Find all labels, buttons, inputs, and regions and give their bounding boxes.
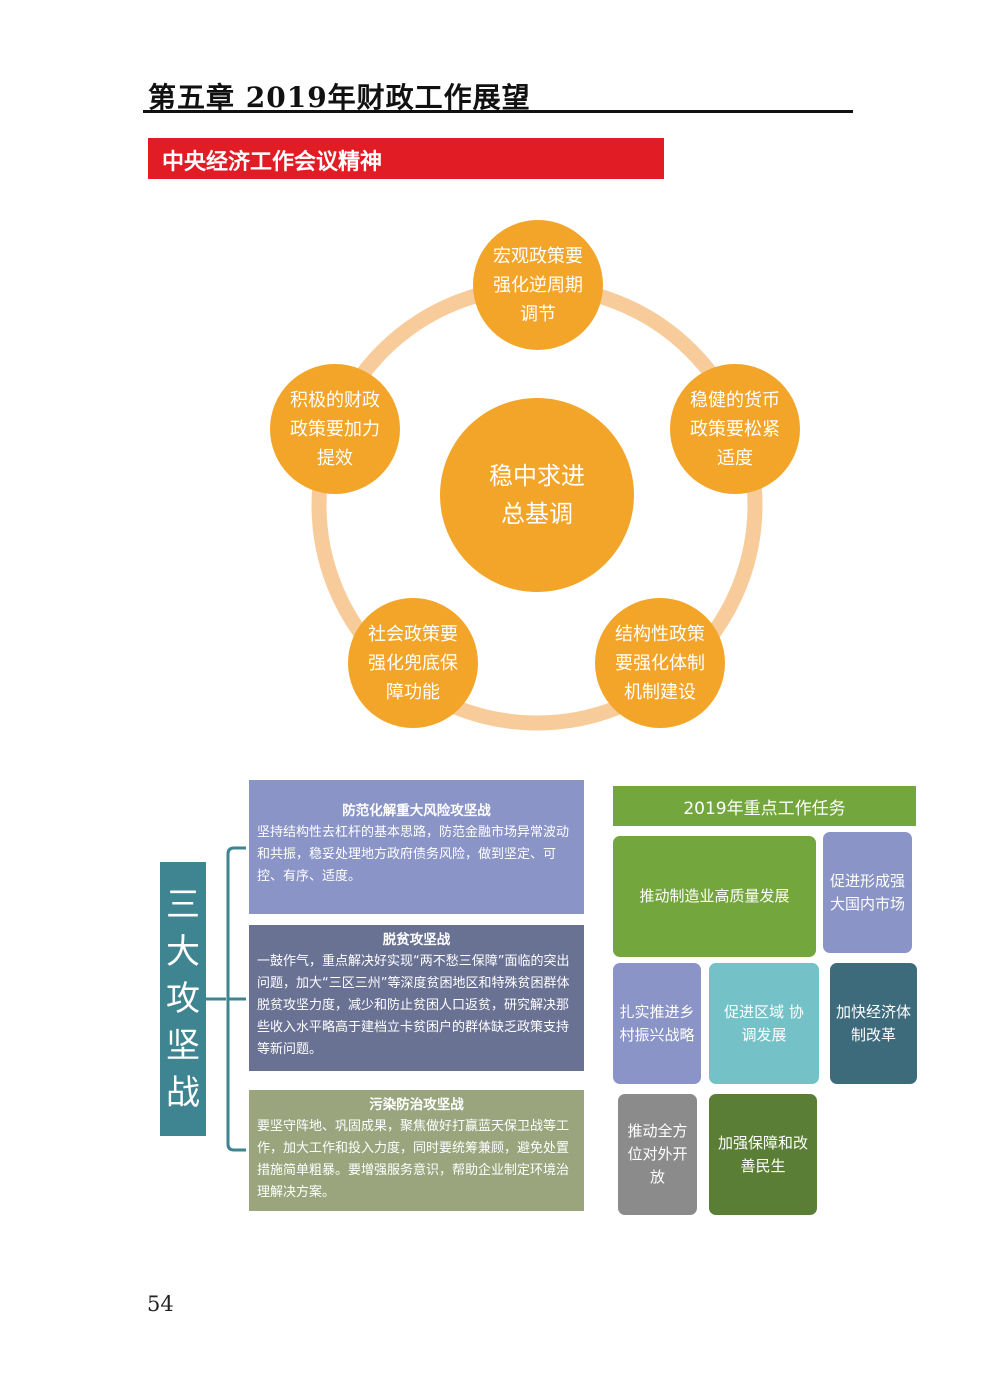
tasks-heading: 2019年重点工作任务: [613, 786, 916, 826]
campaigns-label-char: 攻: [166, 978, 200, 1019]
campaign-title: 污染防治攻坚战: [369, 1097, 464, 1113]
cycle-center-label: 稳中求进 总基调: [489, 462, 585, 528]
campaign-poverty: 脱贫攻坚战 一鼓作气，重点解决好实现“两不愁三保障”面临的突出问题，加大“三区三…: [249, 925, 584, 1071]
campaigns-bracket: [206, 846, 246, 1152]
campaigns-label-char: 三: [166, 884, 200, 925]
cycle-node-label: 社会政策要 强化兜底保 障功能: [368, 623, 458, 703]
cycle-node-social-policy: 社会政策要 强化兜底保 障功能: [348, 598, 478, 728]
task-tile: 加强保障和改 善民生: [709, 1094, 817, 1215]
campaign-body: 要坚守阵地、巩固成果，聚焦做好打赢蓝天保卫战等工作，加大工作和投入力度，同时要统…: [257, 1119, 570, 1200]
campaign-pollution: 污染防治攻坚战 要坚守阵地、巩固成果，聚焦做好打赢蓝天保卫战等工作，加大工作和投…: [249, 1090, 584, 1211]
campaign-title: 脱贫攻坚战: [382, 932, 451, 948]
task-tile: 推动制造业高质量发展: [613, 836, 816, 957]
task-tile: 加快经济体 制改革: [830, 963, 917, 1084]
cycle-node-label: 宏观政策要 强化逆周期 调节: [493, 245, 583, 325]
cycle-node-monetary-policy: 稳健的货币 政策要松紧 适度: [670, 364, 800, 494]
task-tile: 促进区域 协 调发展: [709, 963, 819, 1084]
cycle-center: 稳中求进 总基调: [440, 398, 634, 592]
task-tile: 推动全方 位对外开 放: [618, 1094, 697, 1215]
campaign-risk: 防范化解重大风险攻坚战 坚持结构性去杠杆的基本思路，防范金融市场异常波动和共振，…: [249, 780, 584, 914]
campaigns-label-char: 坚: [166, 1025, 200, 1066]
cycle-node-structural-policy: 结构性政策 要强化体制 机制建设: [595, 598, 725, 728]
task-tile: 促进形成强 大国内市场: [823, 832, 912, 953]
task-tile: 扎实推进乡 村振兴战略: [613, 963, 701, 1084]
page-number: 54: [147, 1292, 174, 1316]
campaigns-label-char: 大: [166, 931, 200, 972]
campaign-body: 坚持结构性去杠杆的基本思路，防范金融市场异常波动和共振，稳妥处理地方政府债务风险…: [257, 825, 570, 884]
campaign-body: 一鼓作气，重点解决好实现“两不愁三保障”面临的突出问题，加大“三区三州”等深度贫…: [257, 954, 570, 1057]
cycle-node-macro-policy: 宏观政策要 强化逆周期 调节: [473, 220, 603, 350]
campaigns-label-char: 战: [166, 1072, 200, 1113]
campaign-title: 防范化解重大风险攻坚战: [342, 803, 491, 819]
cycle-node-fiscal-policy: 积极的财政 政策要加力 提效: [270, 364, 400, 494]
cycle-node-label: 积极的财政 政策要加力 提效: [290, 389, 380, 469]
section-banner: 中央经济工作会议精神: [148, 138, 664, 179]
campaigns-label: 三 大 攻 坚 战: [160, 862, 206, 1136]
cycle-node-label: 稳健的货币 政策要松紧 适度: [690, 389, 780, 469]
header-rule: [143, 110, 853, 113]
chapter-title: 第五章 2019年财政工作展望: [148, 81, 531, 114]
cycle-node-label: 结构性政策 要强化体制 机制建设: [615, 623, 705, 703]
